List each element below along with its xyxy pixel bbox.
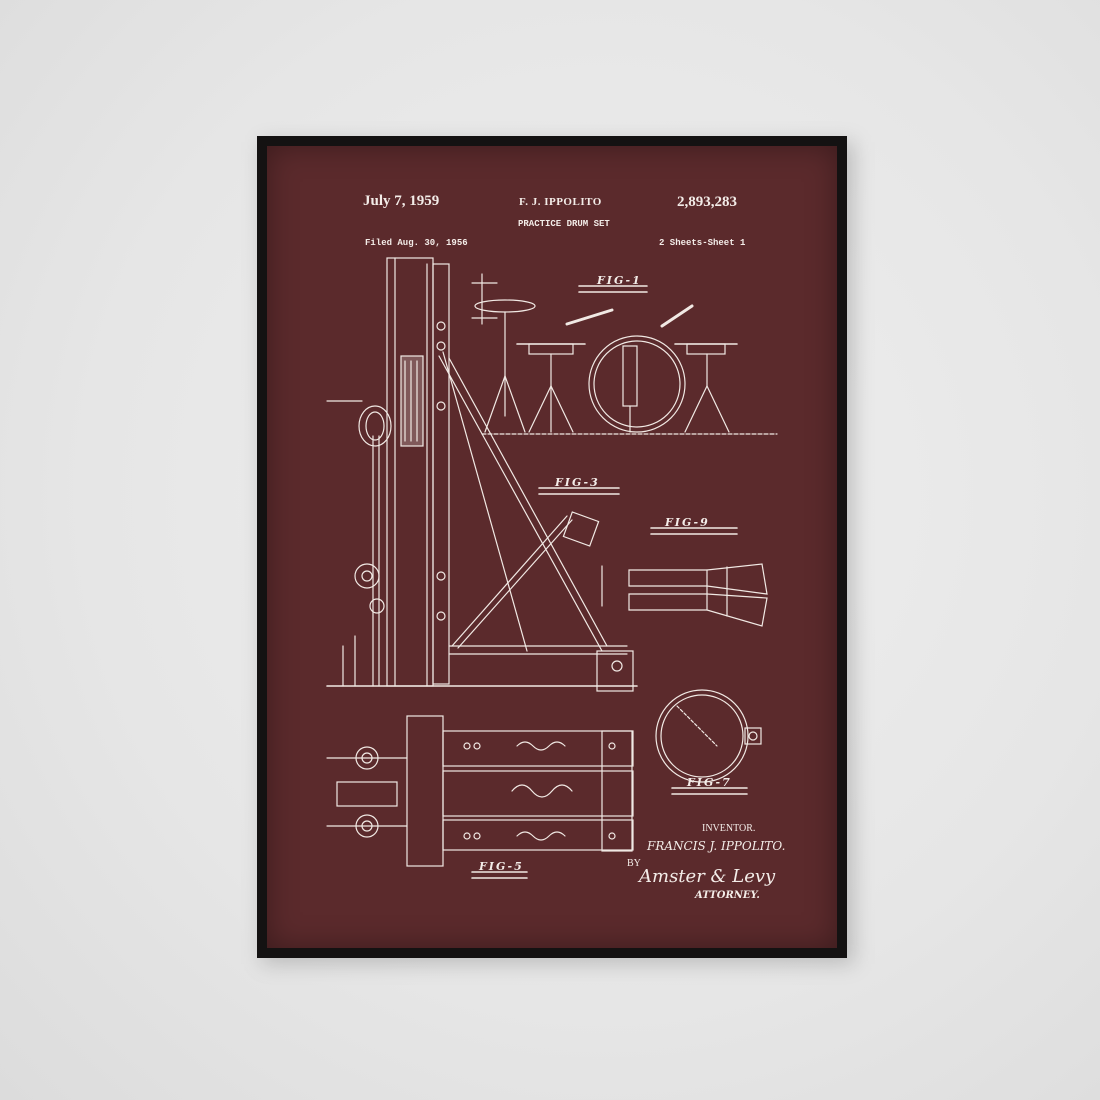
fig1-drum-set <box>474 299 778 435</box>
inventor-label: INVENTOR. <box>702 823 756 834</box>
attorney-label: ATTORNEY. <box>695 890 760 901</box>
fig3-label: FIG-3 <box>555 476 600 489</box>
patent-title: PRACTICE DRUM SET <box>518 219 610 229</box>
fig7-label: FIG-7 <box>687 776 732 789</box>
fig9-sticks <box>601 563 768 627</box>
fig7-pad <box>655 689 762 783</box>
fig5-plan-view <box>326 715 634 867</box>
by-label: BY <box>627 858 641 869</box>
fig5-label: FIG-5 <box>479 860 524 873</box>
patent-drawing <box>326 257 778 879</box>
fig1-label: FIG-1 <box>597 274 642 287</box>
patent-filed: Filed Aug. 30, 1956 <box>365 238 468 248</box>
patent-number: 2,893,283 <box>677 194 737 210</box>
patent-date: July 7, 1959 <box>363 193 440 209</box>
poster-frame: July 7, 1959 F. J. IPPOLITO 2,893,283 PR… <box>257 136 847 958</box>
patent-print: July 7, 1959 F. J. IPPOLITO 2,893,283 PR… <box>267 146 837 948</box>
patent-sheets: 2 Sheets-Sheet 1 <box>659 238 746 248</box>
patent-inventor-header: F. J. IPPOLITO <box>519 196 602 208</box>
attorney-signature: Amster & Levy <box>639 866 776 887</box>
inventor-name: FRANCIS J. IPPOLITO. <box>647 839 786 853</box>
fig3-pedal-assembly <box>326 257 638 692</box>
fig9-label: FIG-9 <box>665 516 710 529</box>
